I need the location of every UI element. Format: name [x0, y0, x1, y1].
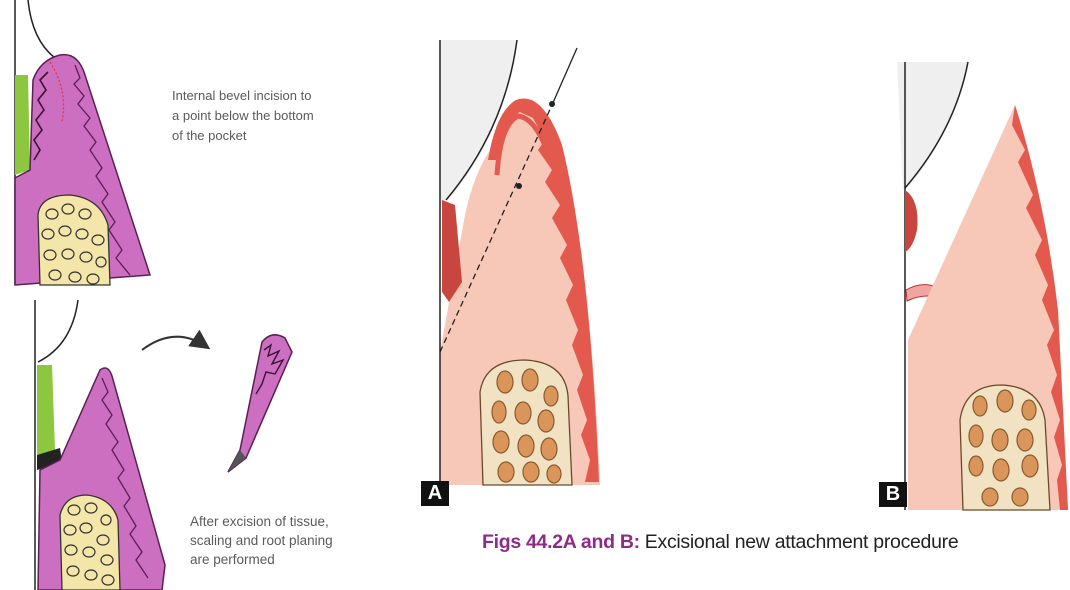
excision-illustration [35, 300, 165, 590]
figure-caption: Figs 44.2A and B:Excisional new attachme… [482, 531, 958, 554]
incision-path-solid [552, 48, 577, 105]
tooth-crown [897, 62, 968, 190]
note-line: are performed [190, 550, 333, 569]
tooth-crown-outline [28, 0, 55, 58]
excised-tissue-piece [228, 335, 292, 472]
curved-arrow-icon [142, 337, 207, 350]
note-line: After excision of tissue, [190, 512, 333, 531]
figure-a-illustration [440, 40, 600, 485]
calculus-deposit [15, 75, 30, 175]
tooth-crown-outline [38, 300, 78, 362]
figure-b-illustration [897, 62, 1068, 510]
panel-label-a: A [421, 481, 449, 506]
calculus-deposit [37, 365, 55, 455]
incision-step-note: Internal bevel incision to a point below… [172, 86, 314, 146]
caption-text: Excisional new attachment procedure [645, 531, 959, 553]
note-line: scaling and root planing [190, 531, 333, 550]
note-line: a point below the bottom [172, 106, 314, 126]
note-line: Internal bevel incision to [172, 86, 314, 106]
excised-tissue [228, 335, 292, 472]
incision-point [549, 101, 555, 107]
note-line: of the pocket [172, 126, 314, 146]
excision-step-note: After excision of tissue, scaling and ro… [190, 512, 333, 569]
incision-point [516, 183, 522, 189]
caption-prefix: Figs 44.2A and B: [482, 531, 640, 553]
incision-illustration [15, 0, 150, 285]
residual-tissue [905, 190, 918, 252]
panel-label-b: B [879, 482, 907, 507]
